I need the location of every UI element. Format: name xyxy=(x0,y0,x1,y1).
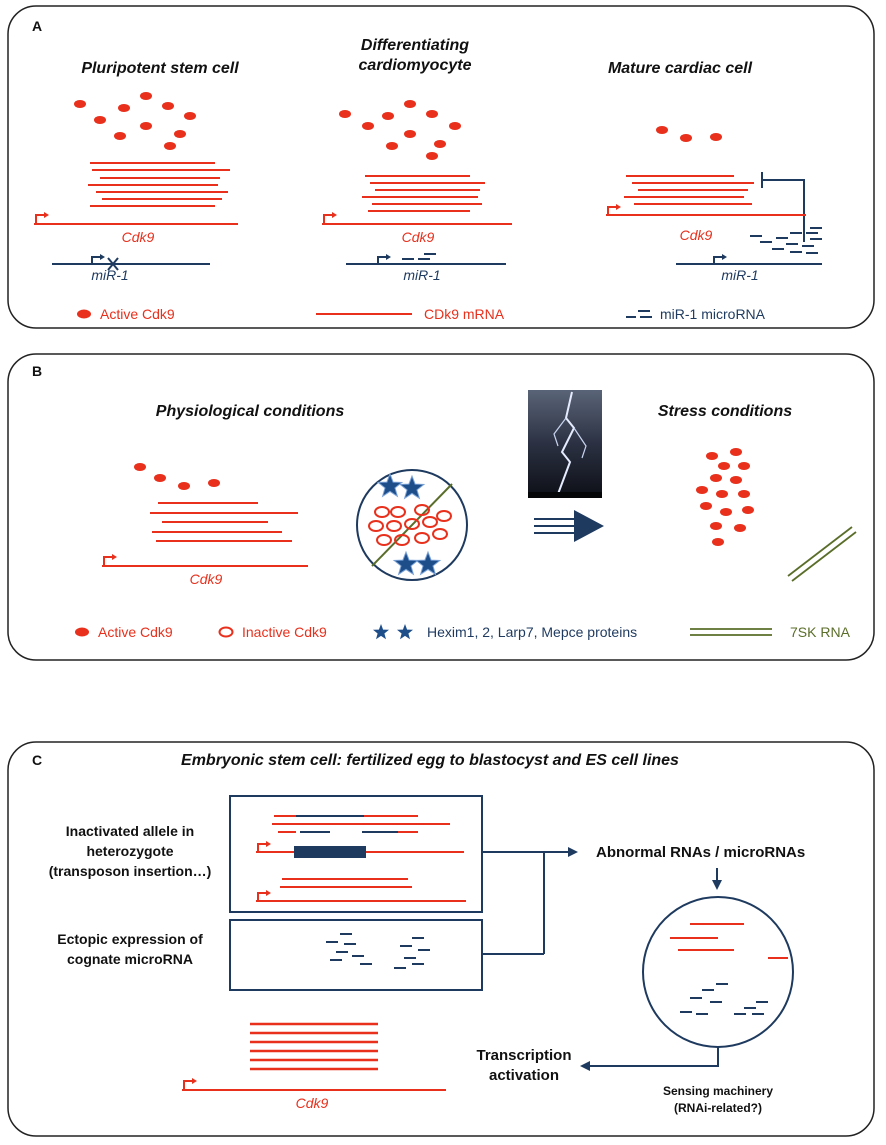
inactivated-label-line1: Inactivated allele in xyxy=(66,823,194,839)
cdk9-gene-col3 xyxy=(606,204,806,216)
stress-arrow xyxy=(534,510,604,542)
transcription-label-line2: activation xyxy=(489,1067,559,1084)
panel-c-frame xyxy=(7,741,875,1137)
mir1-gene-col1 xyxy=(52,254,210,271)
panel-b: B Physiological conditions Stress condit… xyxy=(7,353,875,661)
cdk9-gene-label-col2: Cdk9 xyxy=(402,229,435,245)
cdk9-gene-label-c: Cdk9 xyxy=(296,1095,329,1111)
active-cdk9-dots-stress xyxy=(696,448,754,546)
legend-a-mrna: CDk9 mRNA xyxy=(424,306,505,322)
inactivated-label-line3: (transposon insertion…) xyxy=(49,863,212,879)
panel-b-frame xyxy=(7,353,875,661)
cdk9-mrna-col2 xyxy=(362,175,485,212)
panel-a-letter: A xyxy=(32,18,42,34)
ectopic-label-line1: Ectopic expression of xyxy=(57,931,203,947)
legend-b-7sk-lines xyxy=(690,628,772,636)
legend-b-inactive: Inactive Cdk9 xyxy=(242,624,327,640)
inhibition-arrow xyxy=(761,172,805,242)
panel-a: A Pluripotent stem cell Differentiating … xyxy=(7,5,875,329)
mir1-gene-col2 xyxy=(346,253,506,265)
inactive-cdk9-rings xyxy=(368,504,452,546)
panel-a-frame xyxy=(7,5,875,329)
sensing-label-line2: (RNAi-related?) xyxy=(674,1101,762,1115)
inactivated-allele-content xyxy=(256,815,466,902)
sensing-label-line1: Sensing machinery xyxy=(663,1084,773,1098)
panel-c: C Embryonic stem cell: fertilized egg to… xyxy=(7,741,875,1137)
cdk9-gene-label-col1: Cdk9 xyxy=(122,229,155,245)
active-cdk9-dots-col2 xyxy=(339,100,461,160)
mir1-label-col1: miR-1 xyxy=(91,267,128,283)
differentiating-title-line1: Differentiating xyxy=(361,37,469,54)
cdk9-gene-col2 xyxy=(322,212,512,225)
legend-microrna-glyph xyxy=(626,310,652,318)
7sk-rna-free xyxy=(787,526,857,582)
cdk9-mrna-physio xyxy=(150,502,298,542)
differentiating-title-line2: cardiomyocyte xyxy=(359,57,472,74)
lightning-photo xyxy=(528,390,602,498)
activated-cdk9-gene xyxy=(182,1078,446,1091)
legend-b-active: Active Cdk9 xyxy=(98,624,173,640)
7sk-complex xyxy=(356,469,468,581)
abnormal-rnas-label: Abnormal RNAs / microRNAs xyxy=(596,844,805,861)
panel-b-letter: B xyxy=(32,363,42,379)
activation-arrow xyxy=(580,1047,719,1071)
cdk9-gene-label-physio: Cdk9 xyxy=(190,571,223,587)
legend-a-active: Active Cdk9 xyxy=(100,306,175,322)
active-cdk9-dots-col3 xyxy=(656,126,722,142)
transposon-insertion xyxy=(294,846,366,858)
inactivated-label-line2: heterozygote xyxy=(86,843,173,859)
active-cdk9-dots-col1 xyxy=(74,92,196,150)
physiological-title: Physiological conditions xyxy=(156,403,345,420)
mir1-label-col3: miR-1 xyxy=(721,267,758,283)
legend-b-active-dot xyxy=(75,627,89,637)
cdk9-mrna-col3 xyxy=(624,175,754,205)
panel-c-letter: C xyxy=(32,752,42,768)
legend-b-7sk: 7SK RNA xyxy=(790,624,851,640)
cdk9-gene-label-col3: Cdk9 xyxy=(680,227,713,243)
legend-active-dot xyxy=(77,309,91,319)
legend-b-inactive-ring xyxy=(218,626,234,638)
inactivated-allele-box xyxy=(229,795,483,913)
active-cdk9-dots-physio xyxy=(134,463,220,490)
legend-b-star-icons xyxy=(373,624,413,640)
transcription-label-line1: Transcription xyxy=(476,1047,571,1064)
ectopic-microrna-cluster xyxy=(326,933,430,969)
stress-title: Stress conditions xyxy=(658,403,792,420)
converging-connector xyxy=(482,847,578,955)
legend-a-microrna: miR-1 microRNA xyxy=(660,306,766,322)
mature-title: Mature cardiac cell xyxy=(608,60,753,77)
mir1-microrna-cluster-col3 xyxy=(750,227,822,254)
sensing-machinery-circle xyxy=(642,896,794,1048)
cdk9-gene-col1 xyxy=(34,212,238,225)
activated-cdk9-mrna xyxy=(250,1022,378,1071)
cdk9-mrna-col1 xyxy=(88,162,230,207)
mir1-gene-col3 xyxy=(676,254,822,265)
ectopic-label-line2: cognate microRNA xyxy=(67,951,193,967)
mir1-label-col2: miR-1 xyxy=(403,267,440,283)
pluripotent-title: Pluripotent stem cell xyxy=(81,60,239,77)
cdk9-gene-physio xyxy=(102,554,308,567)
legend-b-proteins: Hexim1, 2, Larp7, Mepce proteins xyxy=(427,624,637,640)
hexim-star-icons xyxy=(376,472,442,576)
embryonic-title: Embryonic stem cell: fertilized egg to b… xyxy=(181,752,679,769)
